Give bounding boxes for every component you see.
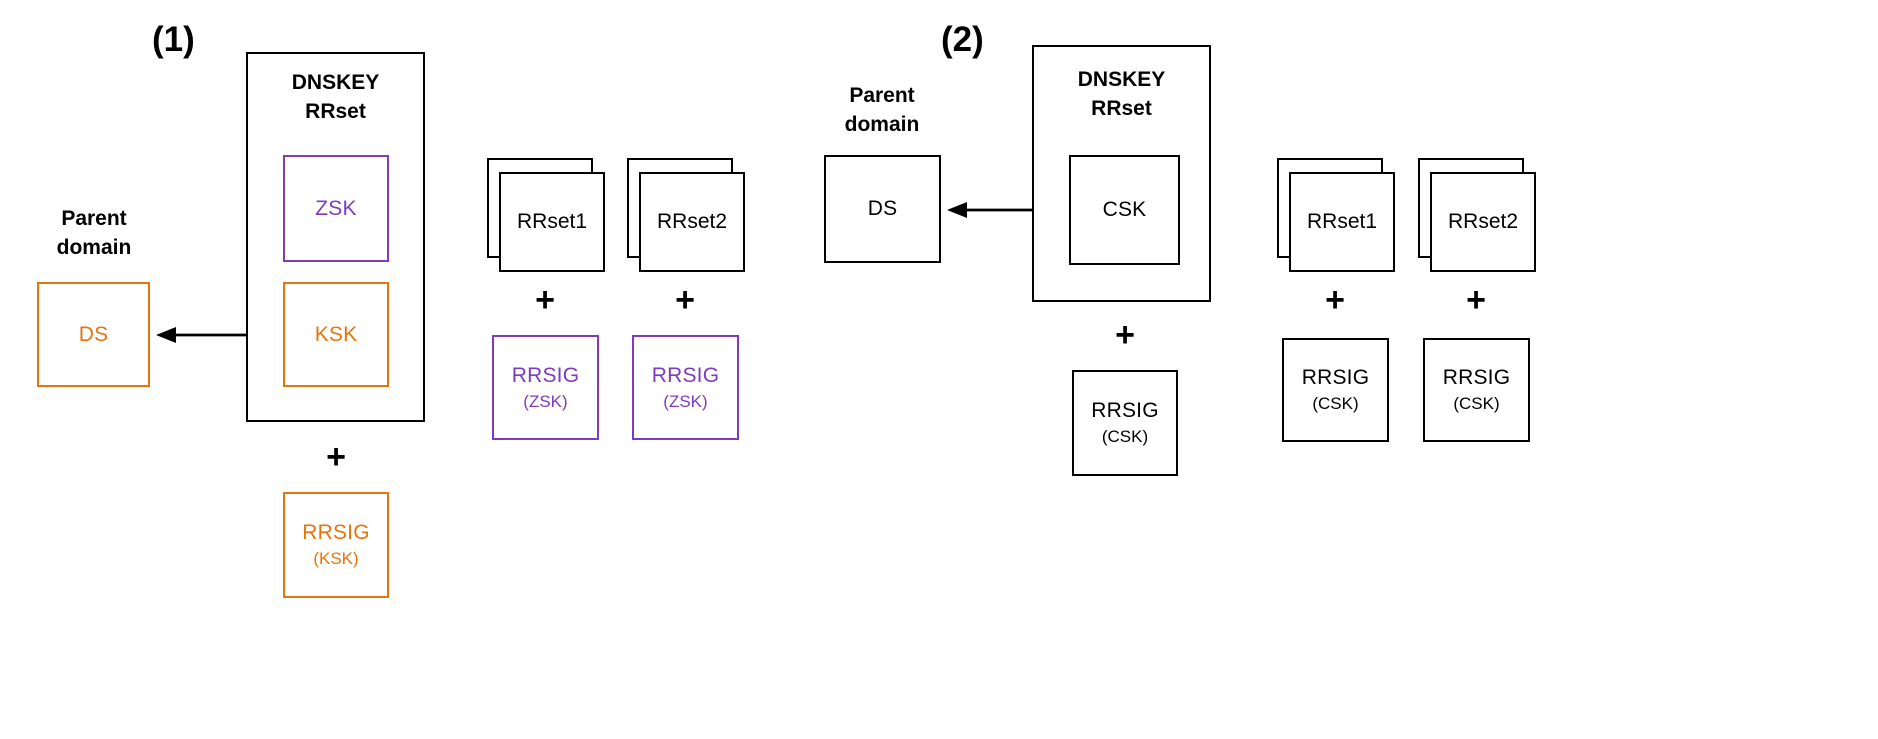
panel-2-rrset2-rrsig-sublabel: (CSK) <box>1453 394 1500 414</box>
panel-2-rrset2-label: RRset2 <box>1447 210 1519 234</box>
panel-2-rrset1-rrsig-sublabel: (CSK) <box>1312 394 1359 414</box>
panel-2-rrset2-rrsig-box: RRSIG (CSK) <box>1423 338 1530 442</box>
panel-1-zsk-box: ZSK <box>283 155 389 262</box>
panel-2-dnskey-rrset-title: DNSKEY RRset <box>1077 68 1166 121</box>
panel-1-dnskey-rrset-title: DNSKEY RRset <box>291 71 380 124</box>
panel-1-rrset2-card-front: RRset2 <box>639 172 745 272</box>
panel-1-rrset1-plus: + <box>535 281 555 319</box>
panel-2-rrset1-rrsig-label: RRSIG <box>1301 366 1370 390</box>
panel-2-ds-label: DS <box>867 197 898 221</box>
panel-1-rrset2-label: RRset2 <box>656 210 728 234</box>
panel-1-rrset1-stack: RRset1 <box>487 158 617 278</box>
panel-1-rrset2-rrsig-box: RRSIG (ZSK) <box>632 335 739 440</box>
panel-1-rrset1-rrsig-sublabel: (ZSK) <box>523 391 568 411</box>
panel-1-zsk-label: ZSK <box>315 196 357 220</box>
panel-2-rrset2-card-front: RRset2 <box>1430 172 1536 272</box>
panel-1-rrset2-rrsig-sublabel: (ZSK) <box>663 391 708 411</box>
panel-2-rrset2-plus: + <box>1466 281 1486 319</box>
panel-1-rrset1-card-front: RRset1 <box>499 172 605 272</box>
panel-1-ksk-label: KSK <box>314 322 358 346</box>
panel-2-rrset2-rrsig-label: RRSIG <box>1442 366 1511 390</box>
panel-1-rrsig-ksk-sublabel: (KSK) <box>313 549 359 569</box>
panel-2-rrsig-csk-box: RRSIG (CSK) <box>1072 370 1178 476</box>
panel-1-rrset2-stack: RRset2 <box>627 158 757 278</box>
panel-2-parent-domain-label: Parent domain <box>844 84 920 136</box>
panel-1-dnskey-plus: + <box>326 438 346 476</box>
panel-2-csk-label: CSK <box>1102 198 1147 222</box>
panel-2-rrset1-card-front: RRset1 <box>1289 172 1395 272</box>
panel-1-rrsig-ksk-box: RRSIG (KSK) <box>283 492 389 598</box>
panel-2-rrsig-csk-sublabel: (CSK) <box>1101 427 1149 447</box>
panel-2-rrset1-stack: RRset1 <box>1277 158 1407 278</box>
panel-2-csk-box: CSK <box>1069 155 1180 265</box>
panel-1-ds-arrow <box>156 327 246 343</box>
panel-2-rrset1-rrsig-box: RRSIG (CSK) <box>1282 338 1389 442</box>
panel-1-rrset2-plus: + <box>675 281 695 319</box>
panel-2-rrset2-stack: RRset2 <box>1418 158 1548 278</box>
panel-2-dnskey-plus: + <box>1115 316 1135 354</box>
panel-1-ds-label: DS <box>78 322 109 346</box>
panel-1-ds-box: DS <box>37 282 150 387</box>
panel-1-ksk-box: KSK <box>283 282 389 387</box>
panel-2-rrset1-label: RRset1 <box>1306 210 1378 234</box>
panel-1-rrset2-rrsig-label: RRSIG <box>651 363 720 387</box>
panel-1-rrset1-label: RRset1 <box>516 210 588 234</box>
panel-1-parent-domain-label: Parent domain <box>56 207 132 259</box>
panel-1-rrsig-ksk-label: RRSIG <box>302 521 370 545</box>
panel-1-rrset1-rrsig-box: RRSIG (ZSK) <box>492 335 599 440</box>
panel-1-number: (1) <box>152 20 195 59</box>
panel-2-number: (2) <box>941 20 984 59</box>
panel-2-ds-box: DS <box>824 155 941 263</box>
panel-2-rrsig-csk-label: RRSIG <box>1091 399 1159 423</box>
panel-1-rrset1-rrsig-label: RRSIG <box>511 363 580 387</box>
panel-2-rrset1-plus: + <box>1325 281 1345 319</box>
